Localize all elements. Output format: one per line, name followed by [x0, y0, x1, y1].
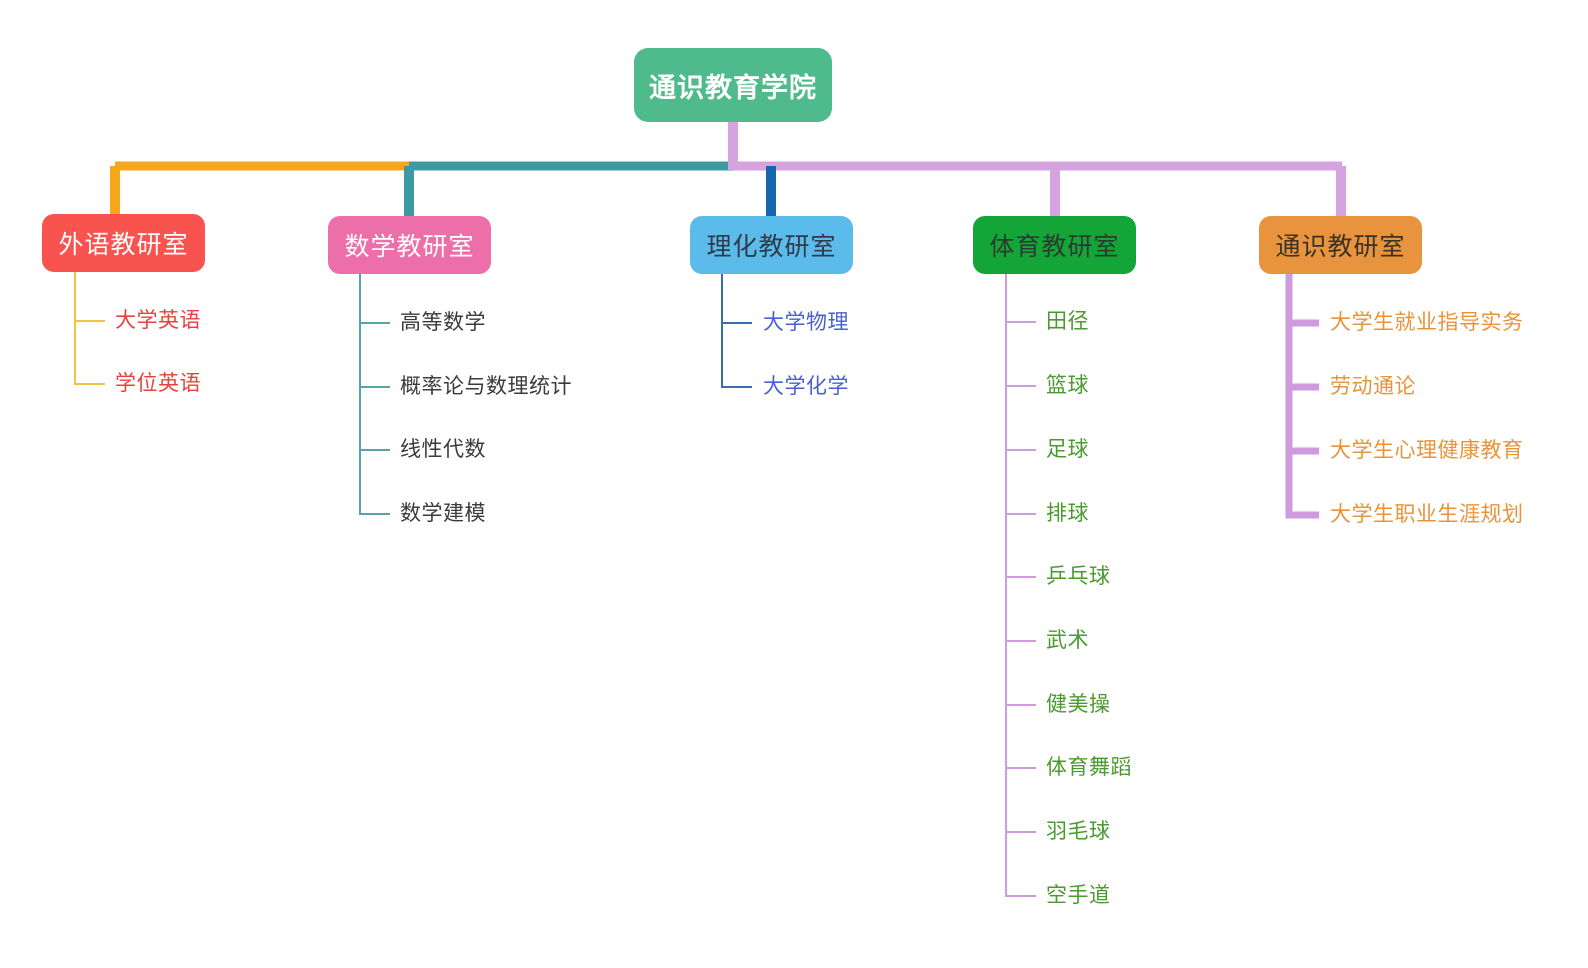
physical-education-child-stub	[1005, 449, 1036, 451]
branch-node-mathematics[interactable]: 数学教研室	[328, 216, 491, 274]
leaf-node-mathematics-0[interactable]: 高等数学	[400, 312, 486, 333]
leaf-node-label: 大学生职业生涯规划	[1330, 503, 1524, 526]
leaf-node-label: 乒乓球	[1046, 565, 1111, 588]
leaf-node-general-education-1[interactable]: 劳动通论	[1330, 376, 1416, 397]
branch-node-label: 通识教研室	[1275, 233, 1406, 261]
physical-education-child-spine	[1005, 274, 1007, 897]
leaf-node-label: 大学英语	[115, 309, 201, 332]
purple-trunk	[733, 161, 1342, 171]
general-education-child-stub	[1285, 319, 1319, 327]
mathematics-child-stub	[359, 386, 390, 388]
leaf-node-physical-education-9[interactable]: 空手道	[1046, 885, 1111, 906]
leaf-node-label: 数学建模	[400, 502, 486, 525]
physical-education-child-stub	[1005, 895, 1036, 897]
leaf-node-label: 排球	[1046, 502, 1089, 525]
foreign-language-child-spine	[74, 272, 76, 385]
leaf-node-label: 足球	[1046, 438, 1089, 461]
leaf-node-label: 空手道	[1046, 884, 1111, 907]
leaf-node-physics-chemistry-0[interactable]: 大学物理	[763, 312, 849, 333]
leaf-node-label: 大学物理	[763, 311, 849, 334]
leaf-node-label: 学位英语	[115, 372, 201, 395]
branch-node-physical-education[interactable]: 体育教研室	[973, 216, 1136, 274]
foreign-language-child-stub	[74, 320, 105, 322]
leaf-node-physical-education-4[interactable]: 乒乓球	[1046, 566, 1111, 587]
leaf-node-general-education-0[interactable]: 大学生就业指导实务	[1330, 312, 1524, 333]
physical-education-child-stub	[1005, 513, 1036, 515]
leaf-node-label: 篮球	[1046, 374, 1089, 397]
mathematics-child-stub	[359, 449, 390, 451]
branch-node-foreign-language[interactable]: 外语教研室	[42, 214, 205, 272]
physical-education-child-stub	[1005, 385, 1036, 387]
physical-education-child-stub	[1005, 321, 1036, 323]
leaf-node-general-education-3[interactable]: 大学生职业生涯规划	[1330, 504, 1524, 525]
leaf-node-label: 大学生心理健康教育	[1330, 439, 1524, 462]
leaf-node-physical-education-1[interactable]: 篮球	[1046, 375, 1089, 396]
physical-education-child-stub	[1005, 704, 1036, 706]
general-education-drop-connector	[1336, 166, 1346, 219]
leaf-node-physical-education-8[interactable]: 羽毛球	[1046, 821, 1111, 842]
leaf-node-label: 武术	[1046, 629, 1089, 652]
leaf-node-label: 羽毛球	[1046, 820, 1111, 843]
leaf-node-foreign-language-0[interactable]: 大学英语	[115, 310, 201, 331]
mathematics-child-stub	[359, 513, 390, 515]
branch-node-physics-chemistry[interactable]: 理化教研室	[690, 216, 853, 274]
physics-chemistry-child-spine	[721, 274, 723, 388]
general-education-child-stub	[1285, 383, 1319, 391]
physics-chemistry-drop-connector	[766, 166, 776, 219]
leaf-node-physical-education-3[interactable]: 排球	[1046, 503, 1089, 524]
leaf-node-foreign-language-1[interactable]: 学位英语	[115, 373, 201, 394]
mathematics-drop-connector	[404, 166, 414, 219]
general-education-child-stub	[1285, 447, 1319, 455]
leaf-node-physical-education-7[interactable]: 体育舞蹈	[1046, 757, 1132, 778]
physical-education-child-stub	[1005, 767, 1036, 769]
branch-node-label: 体育教研室	[989, 233, 1120, 261]
leaf-node-mathematics-2[interactable]: 线性代数	[400, 439, 486, 460]
physical-education-child-stub	[1005, 576, 1036, 578]
leaf-node-physical-education-5[interactable]: 武术	[1046, 630, 1089, 651]
branch-node-general-education[interactable]: 通识教研室	[1259, 216, 1422, 274]
foreign-language-drop-connector	[110, 166, 120, 217]
leaf-node-general-education-2[interactable]: 大学生心理健康教育	[1330, 440, 1524, 461]
leaf-node-label: 大学生就业指导实务	[1330, 311, 1524, 334]
root-node[interactable]: 通识教育学院	[634, 48, 832, 122]
leaf-node-mathematics-1[interactable]: 概率论与数理统计	[400, 376, 572, 397]
general-education-child-stub	[1285, 511, 1319, 519]
general-education-child-spine	[1285, 274, 1293, 519]
branch-node-label: 理化教研室	[706, 233, 837, 261]
root-node-label: 通识教育学院	[649, 72, 817, 103]
leaf-node-physical-education-0[interactable]: 田径	[1046, 311, 1089, 332]
physical-education-child-stub	[1005, 640, 1036, 642]
physical-education-child-stub	[1005, 831, 1036, 833]
leaf-node-label: 概率论与数理统计	[400, 375, 572, 398]
leaf-node-physical-education-6[interactable]: 健美操	[1046, 694, 1111, 715]
root-drop-connector	[728, 122, 738, 170]
leaf-node-physical-education-2[interactable]: 足球	[1046, 439, 1089, 460]
leaf-node-label: 体育舞蹈	[1046, 756, 1132, 779]
physics-chemistry-child-stub	[721, 386, 752, 388]
orange-trunk	[115, 161, 410, 171]
teal-trunk	[409, 161, 734, 171]
leaf-node-label: 健美操	[1046, 693, 1111, 716]
leaf-node-label: 田径	[1046, 310, 1089, 333]
leaf-node-mathematics-3[interactable]: 数学建模	[400, 503, 486, 524]
leaf-node-label: 劳动通论	[1330, 375, 1416, 398]
mathematics-child-stub	[359, 322, 390, 324]
foreign-language-child-stub	[74, 383, 105, 385]
leaf-node-physics-chemistry-1[interactable]: 大学化学	[763, 376, 849, 397]
mathematics-child-spine	[359, 274, 361, 515]
branch-node-label: 数学教研室	[344, 233, 475, 261]
branch-node-label: 外语教研室	[58, 231, 189, 259]
physics-chemistry-child-stub	[721, 322, 752, 324]
leaf-node-label: 大学化学	[763, 375, 849, 398]
leaf-node-label: 高等数学	[400, 311, 486, 334]
leaf-node-label: 线性代数	[400, 438, 486, 461]
physical-education-drop-connector	[1050, 166, 1060, 219]
